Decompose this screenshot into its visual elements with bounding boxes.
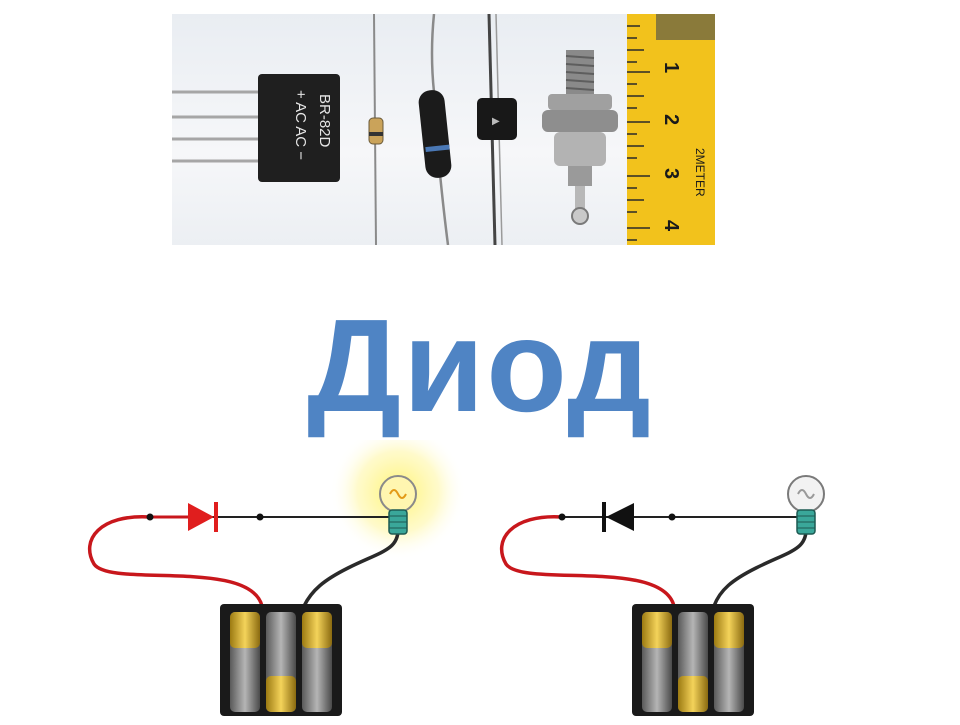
diode-reverse-icon — [602, 502, 634, 532]
circuit-reverse-bias — [490, 440, 890, 720]
circuit-forward-bias — [80, 424, 480, 720]
bridge-label-line2: + AC AC − — [292, 90, 309, 160]
ruler-mark-3: 3 — [660, 168, 682, 179]
ruler-mark-2: 2 — [660, 114, 682, 125]
svg-text:▶: ▶ — [492, 116, 500, 127]
light-bulb-off-icon — [787, 475, 825, 535]
ruler-mark-1: 1 — [660, 62, 682, 73]
power-diode: ▶ — [477, 14, 517, 245]
wire-positive — [499, 515, 676, 607]
axial-diode — [418, 14, 452, 245]
battery-pack-icon — [220, 604, 342, 716]
bridge-label-line1: BR-82D — [316, 94, 333, 148]
ruler-brand: 2METER — [693, 148, 707, 197]
diode-components-photo: BR-82D + AC AC − ▶ — [172, 14, 715, 245]
ruler-mark-4: 4 — [660, 220, 682, 232]
wire-positive — [87, 515, 264, 607]
battery-pack-icon — [632, 604, 754, 716]
diode-forward-icon — [188, 502, 218, 532]
stud-diode — [542, 50, 618, 225]
glass-diode — [368, 14, 384, 245]
measuring-tape: 1 2 3 4 2METER — [627, 14, 715, 245]
wire-negative — [712, 529, 808, 607]
light-bulb-on-icon — [379, 475, 417, 535]
page-title: Диод — [307, 292, 653, 439]
bridge-rectifier: BR-82D + AC AC − — [172, 74, 340, 182]
wire-negative — [302, 529, 400, 607]
